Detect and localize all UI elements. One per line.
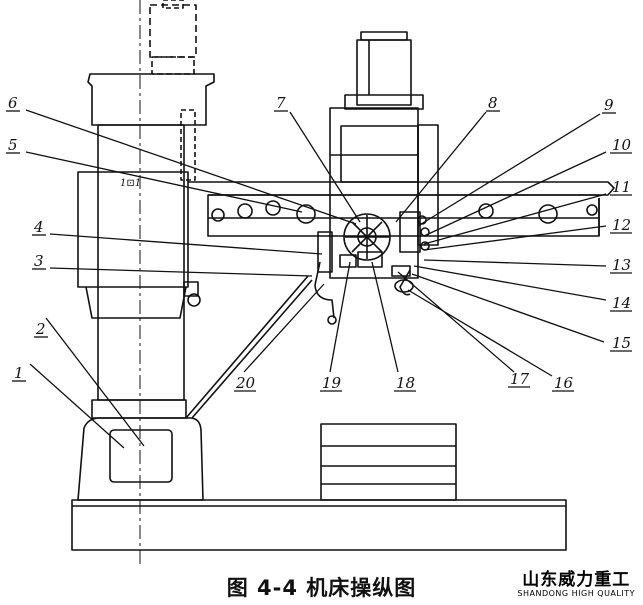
lever-box-left (317, 231, 333, 273)
handwheel-spoke-4 (351, 221, 383, 253)
arm-hole-5 (478, 203, 494, 219)
plate-label: 1⊡1 (120, 178, 141, 189)
callout-label-6: 6 (8, 94, 18, 112)
lever-box-right (399, 211, 421, 253)
callout-leaders (6, 109, 632, 449)
head-side (417, 124, 439, 246)
stop-collar (391, 265, 411, 277)
callout-label-7: 7 (276, 94, 286, 112)
callout-label-9: 9 (604, 96, 614, 114)
column-top-head (87, 73, 215, 126)
callout-leader-15 (411, 273, 605, 343)
clamp-handle (183, 281, 199, 297)
callout-label-2: 2 (35, 320, 46, 338)
arm-sleeve-bottom (85, 286, 187, 319)
callout-leader-2 (45, 317, 145, 447)
callout-leader-5 (25, 151, 303, 213)
callout-label-10: 10 (612, 136, 632, 154)
arm-hole-2 (237, 203, 253, 219)
arm-hole-1 (211, 208, 225, 222)
brace-line-2 (191, 279, 313, 419)
arm-hole-3 (265, 200, 281, 216)
control-panel (109, 429, 173, 483)
column-top-motor-cap (162, 0, 184, 9)
feed-block (339, 254, 357, 268)
callout-label-15: 15 (612, 334, 631, 352)
callout-leader-13 (423, 259, 607, 267)
lever-20-knob (327, 315, 337, 325)
callout-leader-11 (423, 193, 607, 245)
column-base (77, 417, 204, 501)
callout-label-12: 12 (612, 216, 631, 234)
callout-label-13: 13 (612, 256, 631, 274)
column-top-motor (149, 4, 197, 58)
callout-leader-6 (25, 109, 357, 225)
callout-label-8: 8 (488, 94, 498, 112)
callout-leader-18 (371, 261, 399, 373)
callout-label-4: 4 (33, 218, 44, 236)
callout-label-16: 16 (554, 374, 574, 392)
callout-leader-16 (407, 289, 553, 377)
callout-label-3: 3 (34, 252, 44, 270)
callout-label-11: 11 (612, 178, 631, 196)
callout-leader-9 (417, 113, 601, 227)
lever-16 (399, 269, 411, 296)
head-motor-cap (360, 31, 408, 41)
callout-leader-4 (49, 233, 323, 255)
column-base-collar (91, 399, 187, 419)
arm-hole-4 (296, 204, 316, 224)
elevating-screw (180, 109, 196, 181)
column-motor-neck (151, 56, 195, 75)
arm-sleeve (77, 171, 189, 288)
lever-16-knob (394, 279, 414, 293)
callout-label-17: 17 (510, 370, 530, 388)
brace-line (185, 275, 309, 419)
callout-label-1: 1 (14, 364, 24, 382)
callout-leader-3 (49, 267, 313, 277)
callout-leader-10 (423, 151, 607, 237)
lever-20 (314, 261, 335, 319)
callout-label-18: 18 (396, 374, 415, 392)
brand-logo: 山东威力重工 SHANDONG HIGH QUALITY (517, 571, 635, 599)
callout-leader-1 (29, 363, 125, 449)
figure-caption: 图 4-4 机床操纵图 (226, 576, 417, 600)
callout-label-14: 14 (612, 294, 631, 312)
callout-leader-19 (329, 261, 351, 373)
callout-leader-12 (423, 225, 607, 251)
head-motor-base (344, 94, 424, 110)
spindle-sleeve (357, 251, 383, 268)
callout-label-20: 20 (235, 374, 256, 392)
machine-base (71, 499, 567, 551)
callout-leader-7 (289, 111, 361, 223)
arm-hole-6 (538, 204, 558, 224)
clamp-knob (187, 293, 201, 307)
callout-label-5: 5 (8, 136, 18, 154)
main-column (97, 124, 185, 401)
worktable-box (320, 423, 457, 501)
arm-hole-7 (586, 204, 598, 216)
callout-leader-8 (395, 111, 487, 223)
callout-leader-17 (397, 271, 515, 373)
brand-name-zh: 山东威力重工 (522, 570, 631, 590)
callout-label-19: 19 (322, 374, 342, 392)
spindle-head-front (340, 125, 419, 183)
brand-name-en: SHANDONG HIGH QUALITY (517, 589, 635, 598)
callout-leader-20 (243, 283, 325, 373)
handwheel (343, 213, 391, 261)
callout-leader-14 (413, 265, 607, 301)
